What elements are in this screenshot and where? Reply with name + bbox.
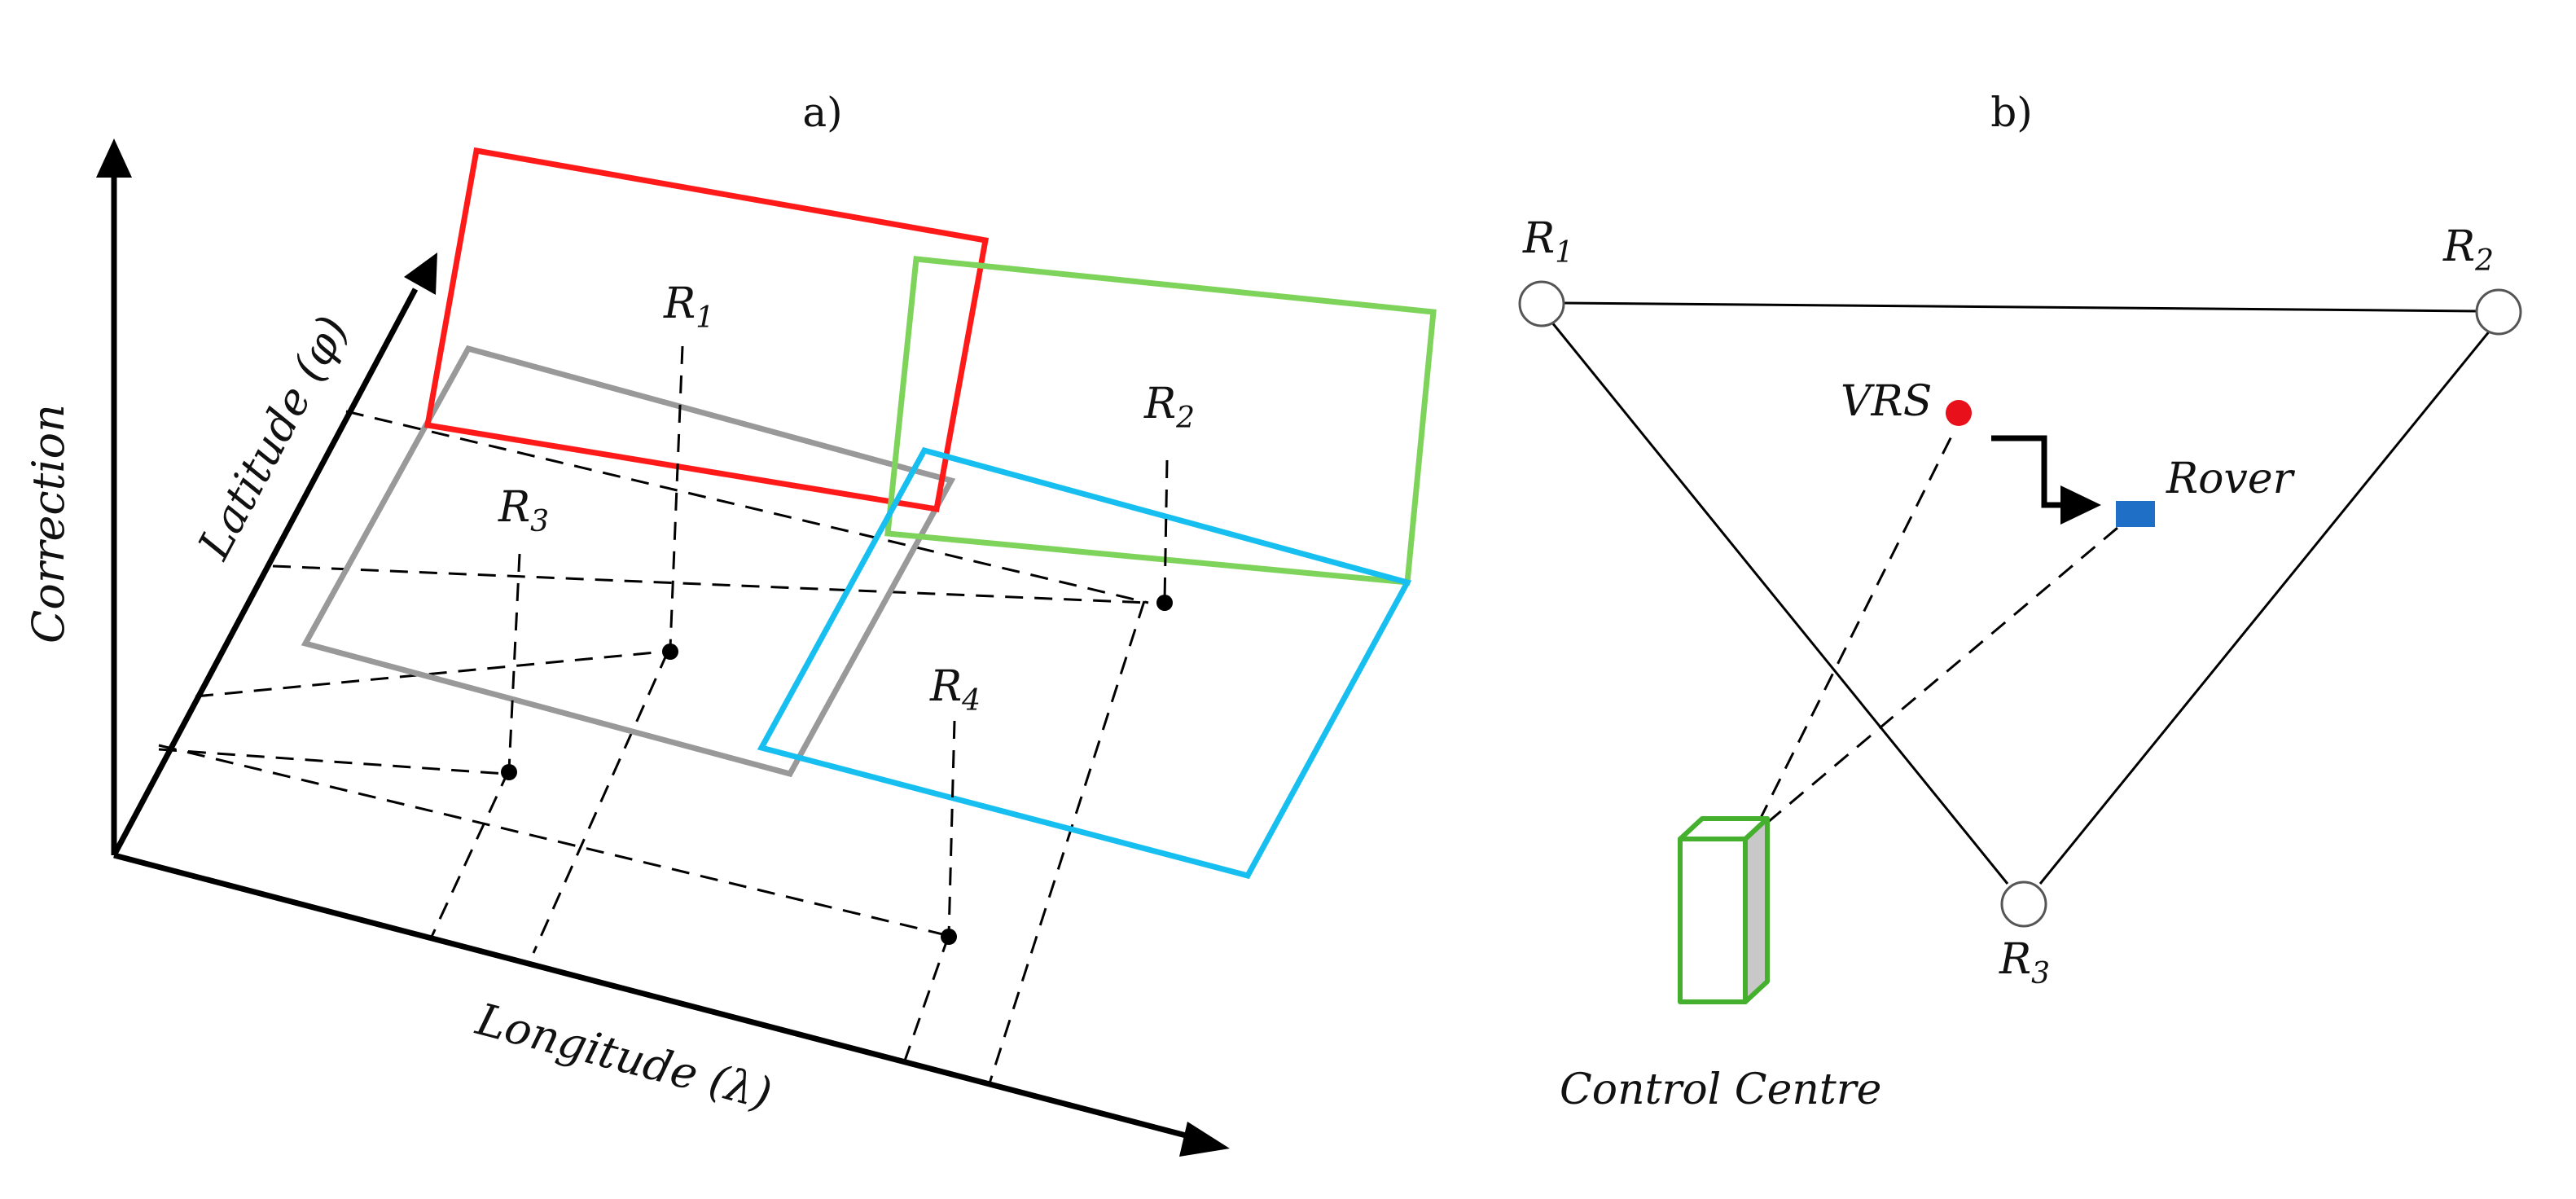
- label-r3-base: R: [498, 483, 530, 532]
- plane-r3: [301, 345, 956, 778]
- vrs-to-rover-arrow: [1991, 435, 2065, 508]
- vrs-to-rover-arrowhead: [2060, 485, 2101, 525]
- network-lines: [1550, 301, 2495, 885]
- panel-a: a) Correction Latitude (φ) Longitude (λ): [23, 89, 1437, 1157]
- link-control-to-rover: [1766, 526, 2118, 824]
- station-r2: [2475, 288, 2522, 336]
- projection-line: [430, 769, 511, 938]
- projection-line: [158, 748, 506, 775]
- label-r4: R4: [929, 662, 981, 718]
- station-r3: [2000, 881, 2047, 928]
- b-label-r1-sub: 1: [1555, 236, 1573, 270]
- control-centre-label: Control Centre: [1560, 1065, 1881, 1114]
- b-label-r3: R3: [1999, 935, 2050, 990]
- label-r1-base: R: [663, 279, 696, 328]
- plane-r1-gap: [569, 431, 602, 447]
- b-label-r2-base: R: [2442, 222, 2475, 271]
- projection-line: [532, 651, 669, 954]
- station-r1: [1518, 280, 1565, 327]
- label-r1: R1: [663, 279, 714, 335]
- correction-axis-arrowhead: [96, 138, 132, 178]
- projection-line: [345, 410, 1149, 604]
- latitude-axis-arrowhead: [404, 253, 437, 295]
- link-control-to-vrs: [1758, 429, 1956, 822]
- projection-lines: [158, 410, 1149, 1084]
- reference-stations: [1518, 280, 2522, 928]
- label-r1-sub: 1: [696, 301, 714, 335]
- b-label-r1: R1: [1522, 214, 1573, 270]
- label-r2-sub: 2: [1175, 402, 1195, 435]
- label-r4-base: R: [929, 662, 962, 711]
- b-label-r3-sub: 3: [2031, 957, 2050, 990]
- projection-line: [988, 600, 1146, 1084]
- projection-line: [158, 744, 954, 938]
- station-stem-r2: [1163, 459, 1169, 602]
- station-stem-r3: [507, 553, 521, 771]
- station-stem-r4: [947, 720, 956, 936]
- longitude-axis-arrowhead: [1179, 1122, 1230, 1157]
- vrs-label: VRS: [1841, 377, 1932, 426]
- label-r3-sub: 3: [530, 505, 549, 538]
- station-point-r3: [501, 764, 517, 780]
- plane-r1: [423, 147, 990, 513]
- panel-b: b) R1 R2 R3 VRS: [1518, 89, 2522, 1114]
- station-stem-r1: [669, 345, 684, 648]
- b-label-r2: R2: [2442, 222, 2494, 278]
- rover-label: Rover: [2166, 455, 2296, 503]
- latitude-axis-label: Latitude (φ): [187, 308, 358, 568]
- station-markers: [501, 345, 1173, 945]
- control-centre: [1678, 816, 1770, 1004]
- baseline-r2-r3: [2038, 325, 2495, 885]
- vrs-point: [1946, 400, 1972, 426]
- correction-planes: [301, 147, 1437, 880]
- station-point-r1: [662, 643, 678, 660]
- label-r3: R3: [498, 483, 549, 538]
- panel-b-title: b): [1990, 89, 2033, 136]
- label-r2-base: R: [1143, 380, 1176, 428]
- plane-r4: [757, 446, 1412, 880]
- label-r2: R2: [1143, 380, 1195, 435]
- label-r4-sub: 4: [961, 684, 981, 718]
- rover: [2116, 501, 2155, 527]
- latitude-axis: [111, 288, 419, 857]
- baseline-r1-r3: [1550, 321, 2009, 885]
- baseline-r1-r2: [1563, 301, 2478, 313]
- station-point-r4: [941, 929, 957, 945]
- projection-line: [902, 934, 950, 1064]
- b-label-r2-sub: 2: [2474, 244, 2494, 278]
- longitude-axis: [113, 852, 1190, 1140]
- panel-a-title: a): [802, 89, 842, 136]
- axes: [96, 138, 1230, 1157]
- control-centre-front-face: [1678, 837, 1748, 1004]
- station-point-r2: [1156, 595, 1173, 611]
- control-centre-side-face: [1743, 816, 1770, 1004]
- longitude-axis-label: Longitude (λ): [471, 993, 777, 1119]
- b-label-r3-base: R: [1999, 935, 2031, 984]
- control-links: [1758, 429, 2118, 824]
- correction-axis-label: Correction: [23, 404, 74, 643]
- b-label-r1-base: R: [1522, 214, 1555, 263]
